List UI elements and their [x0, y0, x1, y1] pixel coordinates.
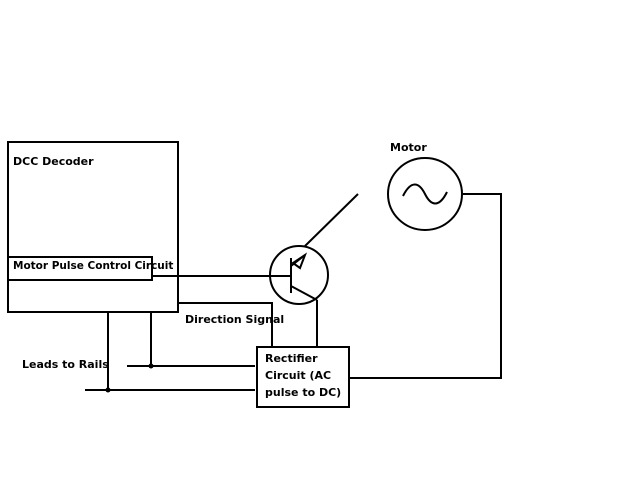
wire-rail-lead-2a: [127, 312, 152, 367]
junction-dot: [148, 363, 154, 369]
rectifier-box: [256, 346, 350, 408]
transistor-icon: [269, 245, 329, 305]
motor-pulse-box: [7, 256, 153, 281]
wire-motor-to-rectifier: [350, 193, 502, 379]
junction-dot: [105, 387, 111, 393]
ac-motor-icon: [387, 157, 463, 231]
motor-pulse-label: Motor Pulse Control Circuit: [13, 260, 174, 272]
dcc-decoder-label: DCC Decoder: [13, 155, 94, 168]
direction-signal-label: Direction Signal: [185, 313, 285, 326]
leads-to-rails-label: Leads to Rails: [22, 358, 109, 371]
wire-direction-signal: [178, 302, 273, 348]
motor-label: Motor: [390, 141, 427, 154]
rectifier-label: Rectifier Circuit (AC pulse to DC): [265, 352, 342, 399]
wire-transistor-to-motor: [304, 193, 359, 247]
dcc-decoder-box: [7, 141, 179, 313]
